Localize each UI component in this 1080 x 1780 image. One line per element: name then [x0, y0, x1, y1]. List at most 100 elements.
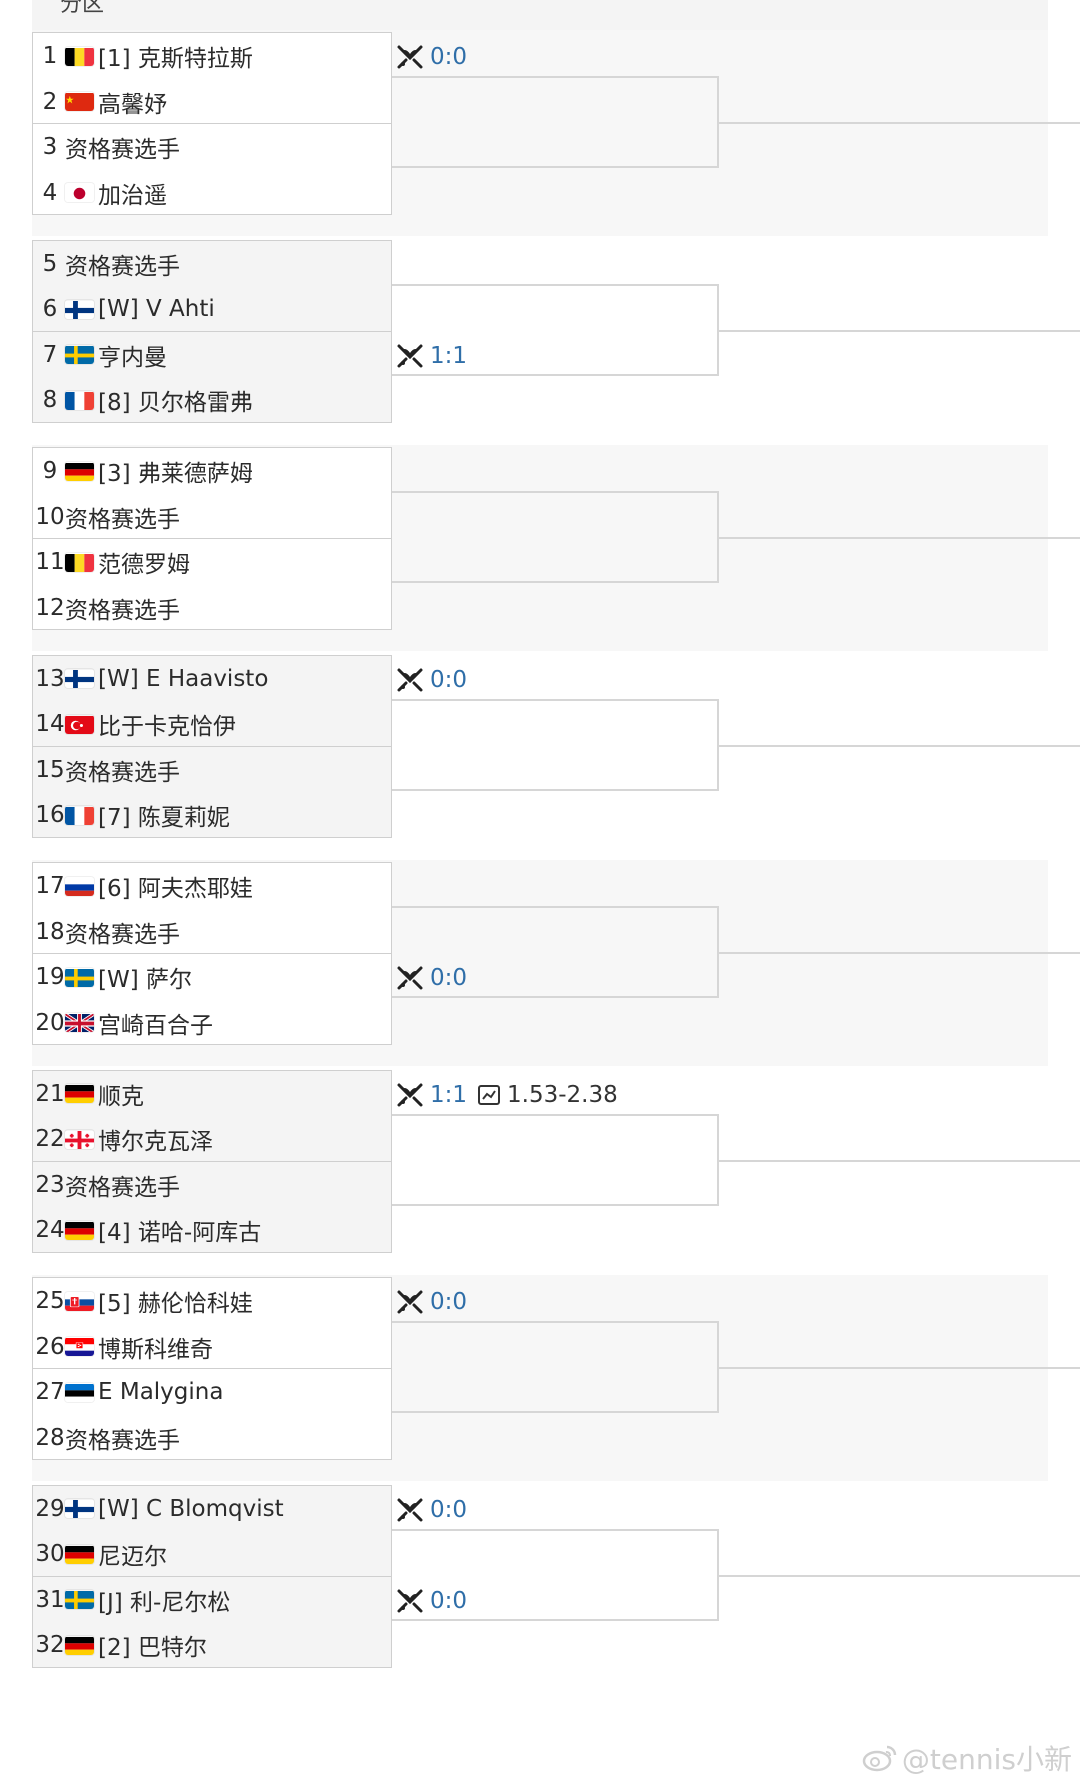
player-row[interactable]: 24[4] 诺哈-阿库古: [33, 1207, 393, 1253]
player-name[interactable]: 资格赛选手: [65, 597, 180, 624]
player-name[interactable]: E Malygina: [98, 1379, 224, 1405]
player-name[interactable]: [3] 弗莱德萨姆: [98, 461, 253, 487]
draw-position: 4: [42, 179, 58, 206]
player-row[interactable]: 9[3] 弗莱德萨姆: [33, 448, 393, 494]
player-row[interactable]: 16[7] 陈夏莉妮: [33, 792, 393, 838]
section-title: 分区: [60, 0, 105, 17]
player-name[interactable]: [W] 萨尔: [98, 967, 192, 993]
player-name[interactable]: 范德罗姆: [98, 552, 190, 578]
head-to-head-link[interactable]: 0:0: [396, 965, 467, 991]
player-row[interactable]: 13[W] E Haavisto: [33, 656, 393, 702]
head-to-head-link[interactable]: 0:0: [396, 667, 467, 693]
player-row[interactable]: 6[W] V Ahti: [33, 286, 393, 332]
player-name[interactable]: 资格赛选手: [65, 506, 180, 533]
head-to-head-link[interactable]: 0:0: [396, 1289, 467, 1315]
h2h-score: 0:0: [430, 1587, 468, 1614]
player-row[interactable]: 4 加治遥: [33, 170, 393, 216]
head-to-head-link[interactable]: 0:0: [396, 1588, 467, 1614]
player-name[interactable]: [1] 克斯特拉斯: [98, 46, 253, 72]
player-row[interactable]: 32[2] 巴特尔: [33, 1622, 393, 1668]
player-name[interactable]: 博尔克瓦泽: [98, 1129, 213, 1155]
player-name[interactable]: 资格赛选手: [65, 253, 180, 280]
flag-cn-icon: [65, 92, 94, 111]
odds-display[interactable]: 1.53-2.38: [477, 1082, 618, 1108]
player-name[interactable]: [J] 利-尼尔松: [98, 1589, 231, 1616]
h2h-score: 0:0: [430, 1496, 468, 1523]
player-name[interactable]: 宫崎百合子: [98, 1012, 213, 1039]
player-name[interactable]: [W] E Haavisto: [98, 665, 269, 692]
player-name[interactable]: [W] C Blomqvist: [98, 1495, 284, 1522]
player-row[interactable]: 8[8] 贝尔格雷弗: [33, 377, 393, 423]
player-name[interactable]: [6] 阿夫杰耶娃: [98, 876, 253, 902]
player-name[interactable]: 比于卡克恰伊: [98, 714, 236, 740]
h2h-score: 0:0: [430, 666, 468, 693]
player-name[interactable]: [2] 巴特尔: [98, 1635, 207, 1661]
third-round-connector: [719, 952, 1080, 954]
player-name[interactable]: [W] V Ahti: [98, 296, 215, 322]
player-name[interactable]: 亨内曼: [98, 344, 167, 371]
player-name[interactable]: 资格赛选手: [65, 759, 180, 786]
player-name[interactable]: 资格赛选手: [65, 1174, 180, 1201]
draw-position: 7: [42, 341, 58, 368]
player-row[interactable]: 29[W] C Blomqvist: [33, 1486, 393, 1532]
player-name[interactable]: 资格赛选手: [65, 137, 180, 163]
player-name[interactable]: 资格赛选手: [65, 921, 180, 948]
player-row[interactable]: 19[W] 萨尔: [33, 954, 393, 1000]
head-to-head-link[interactable]: 0:0: [396, 44, 467, 70]
player-name[interactable]: 加治遥: [98, 182, 167, 209]
player-name[interactable]: 博斯科维奇: [98, 1336, 213, 1363]
head-to-head-link[interactable]: 0:0: [396, 1497, 467, 1523]
player-row[interactable]: 25[5] 赫伦恰科娃: [33, 1278, 393, 1324]
player-row[interactable]: 1[1] 克斯特拉斯: [33, 33, 393, 79]
flag-tr-icon: [65, 715, 94, 734]
first-round-match[interactable]: 7 亨内曼 8[8] 贝尔格雷弗: [32, 330, 393, 423]
player-name[interactable]: [7] 陈夏莉妮: [98, 805, 230, 831]
player-name[interactable]: 顺克: [98, 1083, 144, 1110]
player-name[interactable]: 高馨妤: [98, 91, 167, 118]
player-name[interactable]: [5] 赫伦恰科娃: [98, 1291, 253, 1317]
draw-header: 分区: [32, 0, 1048, 34]
player-name[interactable]: 资格赛选手: [65, 1427, 180, 1454]
player-name[interactable]: [8] 贝尔格雷弗: [98, 390, 253, 416]
player-name[interactable]: [4] 诺哈-阿库古: [98, 1220, 262, 1246]
head-to-head-link[interactable]: 1:1: [396, 343, 467, 369]
player-row[interactable]: 31[J] 利-尼尔松: [33, 1577, 393, 1623]
player-name[interactable]: 尼迈尔: [98, 1544, 167, 1570]
player-row[interactable]: 17[6] 阿夫杰耶娃: [33, 863, 393, 909]
player-row[interactable]: 7 亨内曼: [33, 332, 393, 378]
